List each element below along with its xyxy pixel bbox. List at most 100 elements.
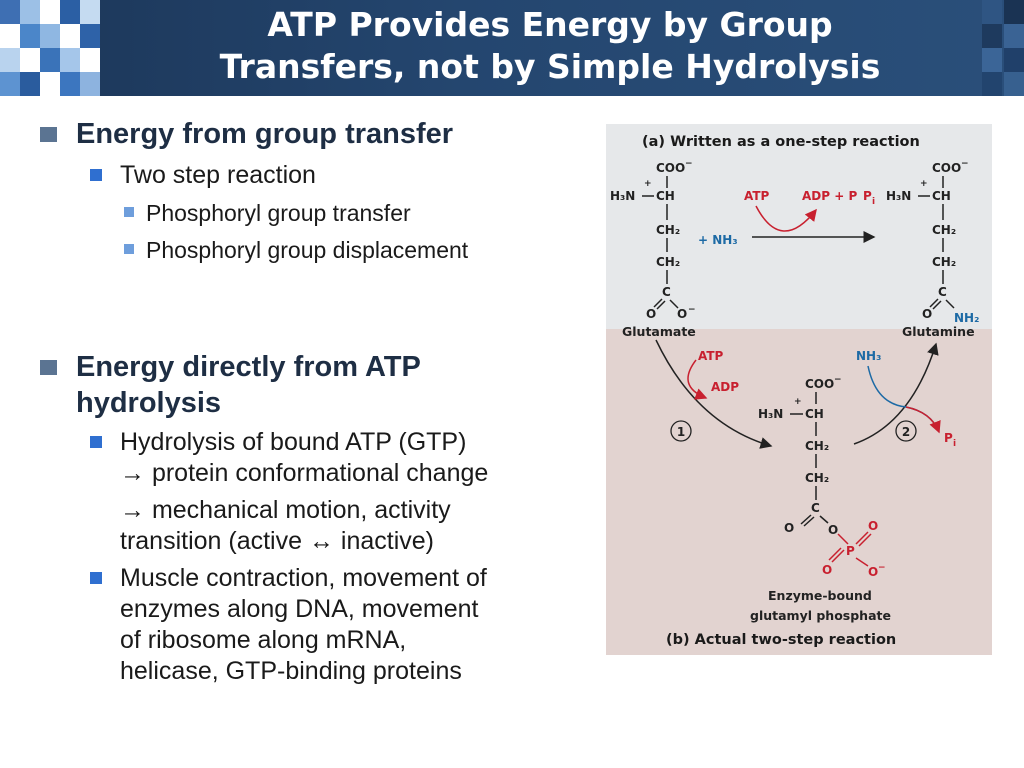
svg-text:O: O [868,519,878,533]
svg-text:H₃N: H₃N [610,189,635,203]
decor-square [0,24,20,48]
panel-b-title: (b) Actual two-step reaction [666,632,896,648]
decor-square [982,0,1002,24]
sub-sub-bullet-phosphoryl-displacement: Phosphoryl group displacement [124,232,560,269]
decor-square [40,48,60,72]
svg-text:ATP: ATP [698,349,724,363]
svg-text:O: O [922,307,932,321]
sub-bullet-line: of ribosome along mRNA, [120,626,407,654]
sub-bullet-line: enzymes along DNA, movement [120,595,479,623]
svg-text:O: O [784,521,794,535]
bullet-marker [90,169,102,181]
decor-square [80,48,100,72]
svg-text:COO: COO [656,161,685,175]
decor-square [982,48,1002,72]
svg-text:COO: COO [932,161,961,175]
sub-bullet-continuation: → mechanical motion, activity transition… [90,495,560,557]
bullet-marker [90,572,102,584]
svg-text:P: P [863,189,872,203]
decor-square [982,72,1002,96]
svg-text:CH₂: CH₂ [656,223,680,237]
decor-square [0,48,20,72]
step-2-arrow: NH₃ P i 2 [853,342,956,449]
step-1-arrow: ATP ADP 1 [655,339,773,449]
glutamate-label: Glutamate [622,324,696,339]
bullet-heading-line-1: Energy directly from ATP [76,351,421,383]
sub-bullet-line: → protein conformational change [120,459,489,487]
decor-square [0,0,20,24]
svg-text:O: O [828,523,838,537]
title-line-2: Transfers, not by Simple Hydrolysis [219,47,881,86]
svg-text:+: + [920,179,928,189]
continuation-line: → mechanical motion, activity [120,496,451,524]
svg-text:CH₂: CH₂ [805,471,829,485]
panel-b-background [606,329,992,655]
svg-text:i: i [872,197,875,207]
decor-square [0,72,20,96]
svg-text:i: i [953,439,956,449]
bullet-atp-hydrolysis: Energy directly from ATP hydrolysis [40,349,560,421]
svg-text:CH: CH [932,189,951,203]
svg-text:CH₂: CH₂ [656,255,680,269]
decor-square [1004,24,1024,48]
decor-square [60,0,80,24]
svg-text:P: P [944,431,953,445]
svg-text:NH₃: NH₃ [856,349,881,363]
decor-square [60,24,80,48]
decor-square [60,48,80,72]
svg-text:C: C [938,285,947,299]
glutamine-label: Glutamine [902,324,975,339]
bullet-group-transfer: Energy from group transfer [40,116,560,152]
svg-text:O: O [677,307,687,321]
decor-square [1004,72,1024,96]
bullet-heading-line-2: hydrolysis [76,387,222,419]
svg-text:−: − [834,375,842,385]
enzyme-bound-label: Enzyme-bound [768,588,872,603]
bullet-marker [40,360,57,375]
bullet-marker [124,244,134,254]
reaction-figure: (a) Written as a one-step reaction COO −… [606,124,992,655]
glutamate-structure: COO − + H₃N CH CH₂ CH₂ C O O − Glutamate [610,159,696,339]
svg-text:C: C [811,501,820,515]
svg-text:ADP: ADP [711,380,739,394]
title-line-1: ATP Provides Energy by Group [267,5,833,44]
svg-text:H₃N: H₃N [758,407,783,421]
svg-text:CH: CH [656,189,675,203]
svg-text:P: P [846,544,855,558]
sub-bullet-examples: Muscle contraction, movement of enzymes … [90,563,560,687]
svg-text:CH₂: CH₂ [805,439,829,453]
sub-bullet-bound-atp: Hydrolysis of bound ATP (GTP) → protein … [90,427,560,489]
svg-text:−: − [961,159,969,169]
decor-square [20,24,40,48]
svg-text:CH: CH [805,407,824,421]
bullet-heading: Energy from group transfer [76,118,454,150]
sub-sub-bullet-phosphoryl-transfer: Phosphoryl group transfer [124,195,560,232]
svg-text:ADP + P: ADP + P [802,189,857,203]
glutamyl-phosphate-structure: COO − + H₃N CH CH₂ CH₂ C O O P O O O − E… [750,375,891,623]
sub-bullet-text: Two step reaction [120,161,316,189]
decor-square [80,72,100,96]
decor-square [20,72,40,96]
svg-text:NH₂: NH₂ [954,311,979,325]
svg-text:−: − [688,305,696,315]
decor-square [40,72,60,96]
decor-square [1004,48,1024,72]
bullet-marker [124,207,134,217]
glutamine-structure: COO − + H₃N CH CH₂ CH₂ C O NH₂ Glutamine [886,159,979,339]
svg-text:CH₂: CH₂ [932,223,956,237]
svg-text:O: O [822,563,832,577]
decor-square [20,0,40,24]
ammonia-reagent: + NH₃ [698,233,738,247]
bullet-marker [40,127,57,142]
one-step-arrow: ATP ADP + P P i [744,189,876,243]
decor-square [982,24,1002,48]
sub-bullet-line: Muscle contraction, movement of [120,564,487,592]
decor-square [80,24,100,48]
slide-header: ATP Provides Energy by Group Transfers, … [0,0,1024,96]
svg-text:COO: COO [805,377,834,391]
decor-square [40,0,60,24]
step-2-label: 2 [902,425,910,439]
decor-square [80,0,100,24]
continuation-line: transition (active ↔ inactive) [120,527,435,555]
svg-text:+: + [644,179,652,189]
